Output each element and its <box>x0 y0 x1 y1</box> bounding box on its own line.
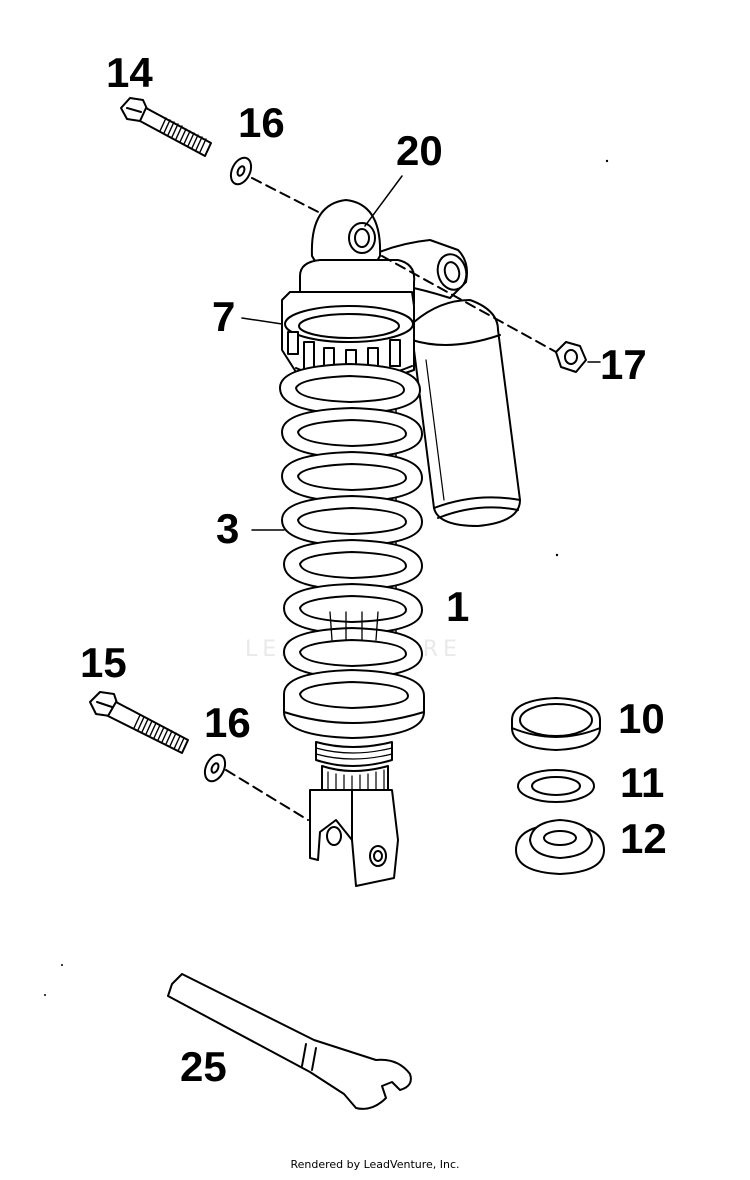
ring-10 <box>511 697 601 751</box>
shock-body-thread <box>315 741 393 797</box>
callout-7: 7 <box>212 293 236 340</box>
callout-10: 10 <box>618 695 665 742</box>
ring-11 <box>517 769 595 803</box>
upper-bolt <box>120 97 212 157</box>
footer-credit: Rendered by LeadVenture, Inc. <box>290 1158 460 1171</box>
callout-16-lower: 16 <box>204 699 251 746</box>
callout-3: 3 <box>216 505 240 552</box>
callout-1: 1 <box>446 583 470 630</box>
upper-washer <box>229 156 253 186</box>
bottom-clevis <box>309 789 399 887</box>
callout-20: 20 <box>396 127 443 174</box>
lower-bolt <box>89 691 189 754</box>
lower-washer <box>203 753 227 783</box>
top-eye <box>310 199 382 277</box>
lock-nut <box>555 341 587 373</box>
ring-12 <box>515 819 605 875</box>
reservoir <box>411 299 521 527</box>
spanner-wrench <box>167 973 412 1110</box>
nut-assembly-line <box>381 255 557 353</box>
callout-17: 17 <box>600 341 647 388</box>
callout-11: 11 <box>620 759 665 806</box>
upper-assembly-line <box>251 177 331 219</box>
callout-25: 25 <box>180 1043 227 1090</box>
callout-16-upper: 16 <box>238 99 285 146</box>
lower-assembly-line <box>225 769 309 821</box>
callout-14: 14 <box>106 49 153 96</box>
leader-lines <box>241 175 601 531</box>
callout-15: 15 <box>80 639 127 686</box>
coil-spring <box>279 363 423 721</box>
lower-spring-seat <box>283 669 425 739</box>
reservoir-fitting <box>371 239 468 299</box>
callout-12: 12 <box>620 815 667 862</box>
